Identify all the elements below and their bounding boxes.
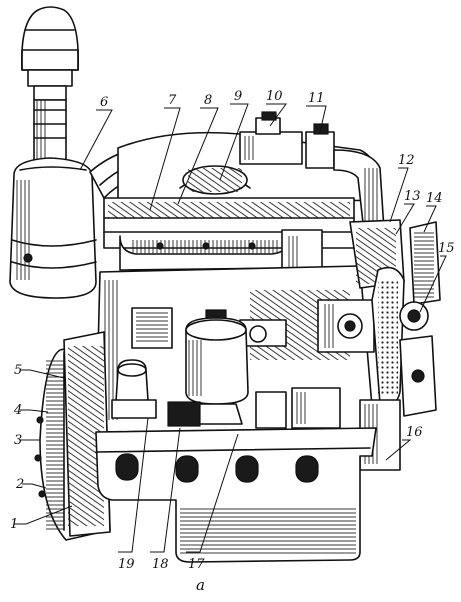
callout-17: 17 bbox=[188, 557, 205, 572]
air-cleaner bbox=[9, 6, 97, 299]
callout-19: 19 bbox=[118, 557, 135, 572]
callout-10: 10 bbox=[266, 89, 283, 104]
oil-pan bbox=[95, 427, 377, 563]
callout-15: 15 bbox=[438, 241, 455, 256]
callout-18: 18 bbox=[152, 557, 169, 572]
figure-caption: а bbox=[196, 576, 205, 594]
callout-5: 5 bbox=[14, 363, 22, 378]
callout-14: 14 bbox=[426, 191, 443, 206]
callout-2: 2 bbox=[15, 477, 24, 492]
callout-3: 3 bbox=[14, 433, 22, 448]
callout-8: 8 bbox=[204, 93, 212, 108]
lower-accessories bbox=[111, 359, 287, 429]
callout-1: 1 bbox=[10, 517, 18, 532]
callout-16: 16 bbox=[406, 425, 423, 440]
callout-4: 4 bbox=[13, 403, 22, 418]
front-drive bbox=[349, 219, 441, 471]
valve-cover bbox=[117, 111, 385, 233]
callout-11: 11 bbox=[308, 91, 325, 106]
cylinder-head bbox=[103, 197, 355, 281]
callout-9: 9 bbox=[234, 89, 242, 104]
leader-lines bbox=[14, 103, 447, 553]
callout-6: 6 bbox=[100, 95, 108, 110]
callout-12: 12 bbox=[398, 153, 415, 168]
callout-13: 13 bbox=[404, 189, 421, 204]
callout-7: 7 bbox=[168, 93, 177, 108]
callouts: 1 2 3 4 5 6 7 8 9 10 11 12 13 14 15 16 1… bbox=[10, 89, 455, 572]
